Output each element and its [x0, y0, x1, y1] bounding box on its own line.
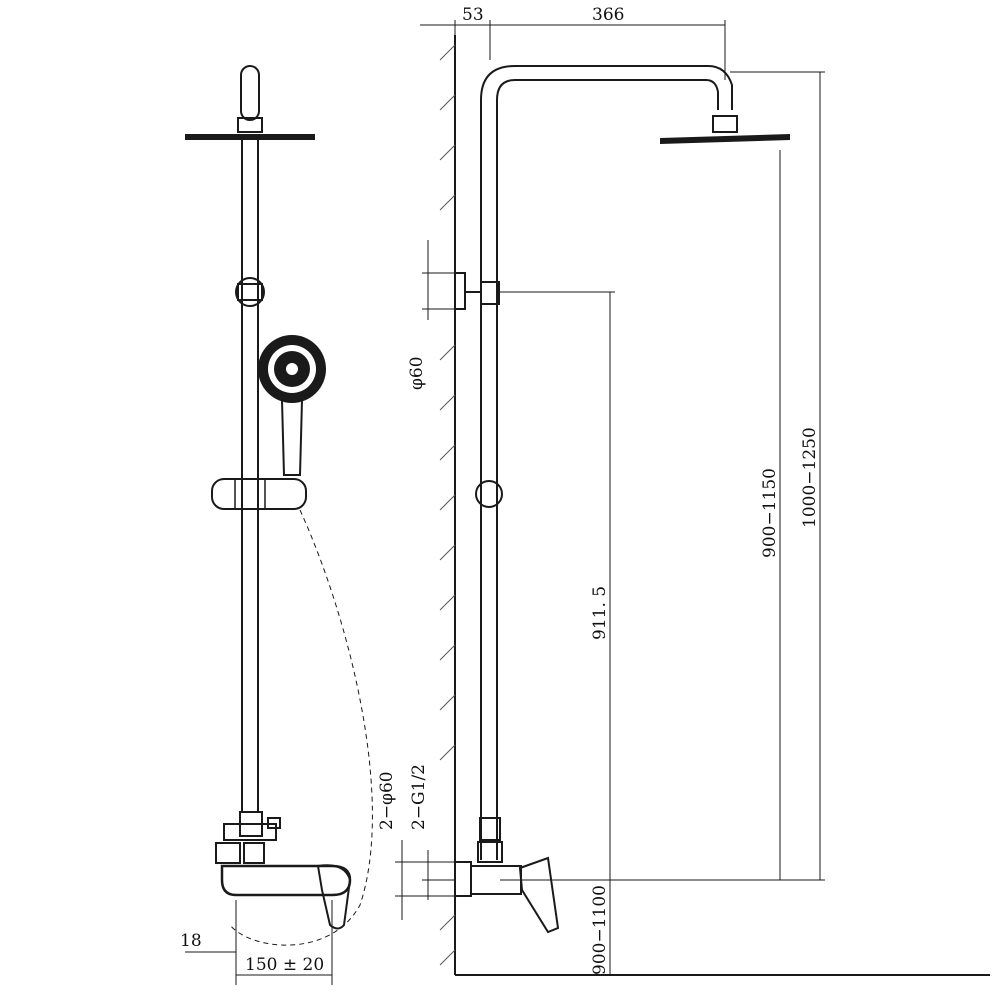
wall-bracket-front	[235, 277, 265, 307]
dim-eccentric: 18	[180, 931, 202, 951]
hose	[229, 509, 373, 946]
wall-hatch	[439, 44, 456, 966]
dim-total-height: 1000−1250	[800, 427, 820, 528]
wall-bracket-side	[454, 272, 466, 310]
mixer-lever-side	[518, 856, 560, 934]
rain-head-front	[185, 134, 315, 140]
hand-shower-handle	[280, 399, 304, 476]
slide-holder	[211, 478, 307, 510]
mixer-lever-front	[316, 864, 352, 930]
rain-head-side	[660, 134, 790, 144]
side-dimensions	[395, 20, 825, 975]
top-finial	[240, 65, 260, 121]
front-view	[185, 65, 373, 946]
inlet-flange-side	[454, 861, 472, 897]
dim-bar-height: 911. 5	[590, 586, 610, 640]
mixer-body-front	[220, 864, 352, 897]
dim-arm-length: 366	[592, 5, 624, 25]
dim-inlet-spacing: 150 ± 20	[245, 955, 324, 975]
dim-head-height: 900−1150	[760, 468, 780, 558]
dim-bracket-dia: φ60	[407, 356, 427, 390]
head-connector	[237, 117, 263, 133]
side-view	[439, 35, 990, 976]
dim-inlet-thread: 2−G1/2	[409, 764, 429, 830]
dim-inlet-count-dia: 2−φ60	[377, 771, 397, 830]
dim-wall-offset: 53	[462, 5, 484, 25]
dim-mixer-height: 900−1100	[590, 885, 610, 975]
front-dimensions: 18 150 ± 20	[180, 900, 333, 985]
